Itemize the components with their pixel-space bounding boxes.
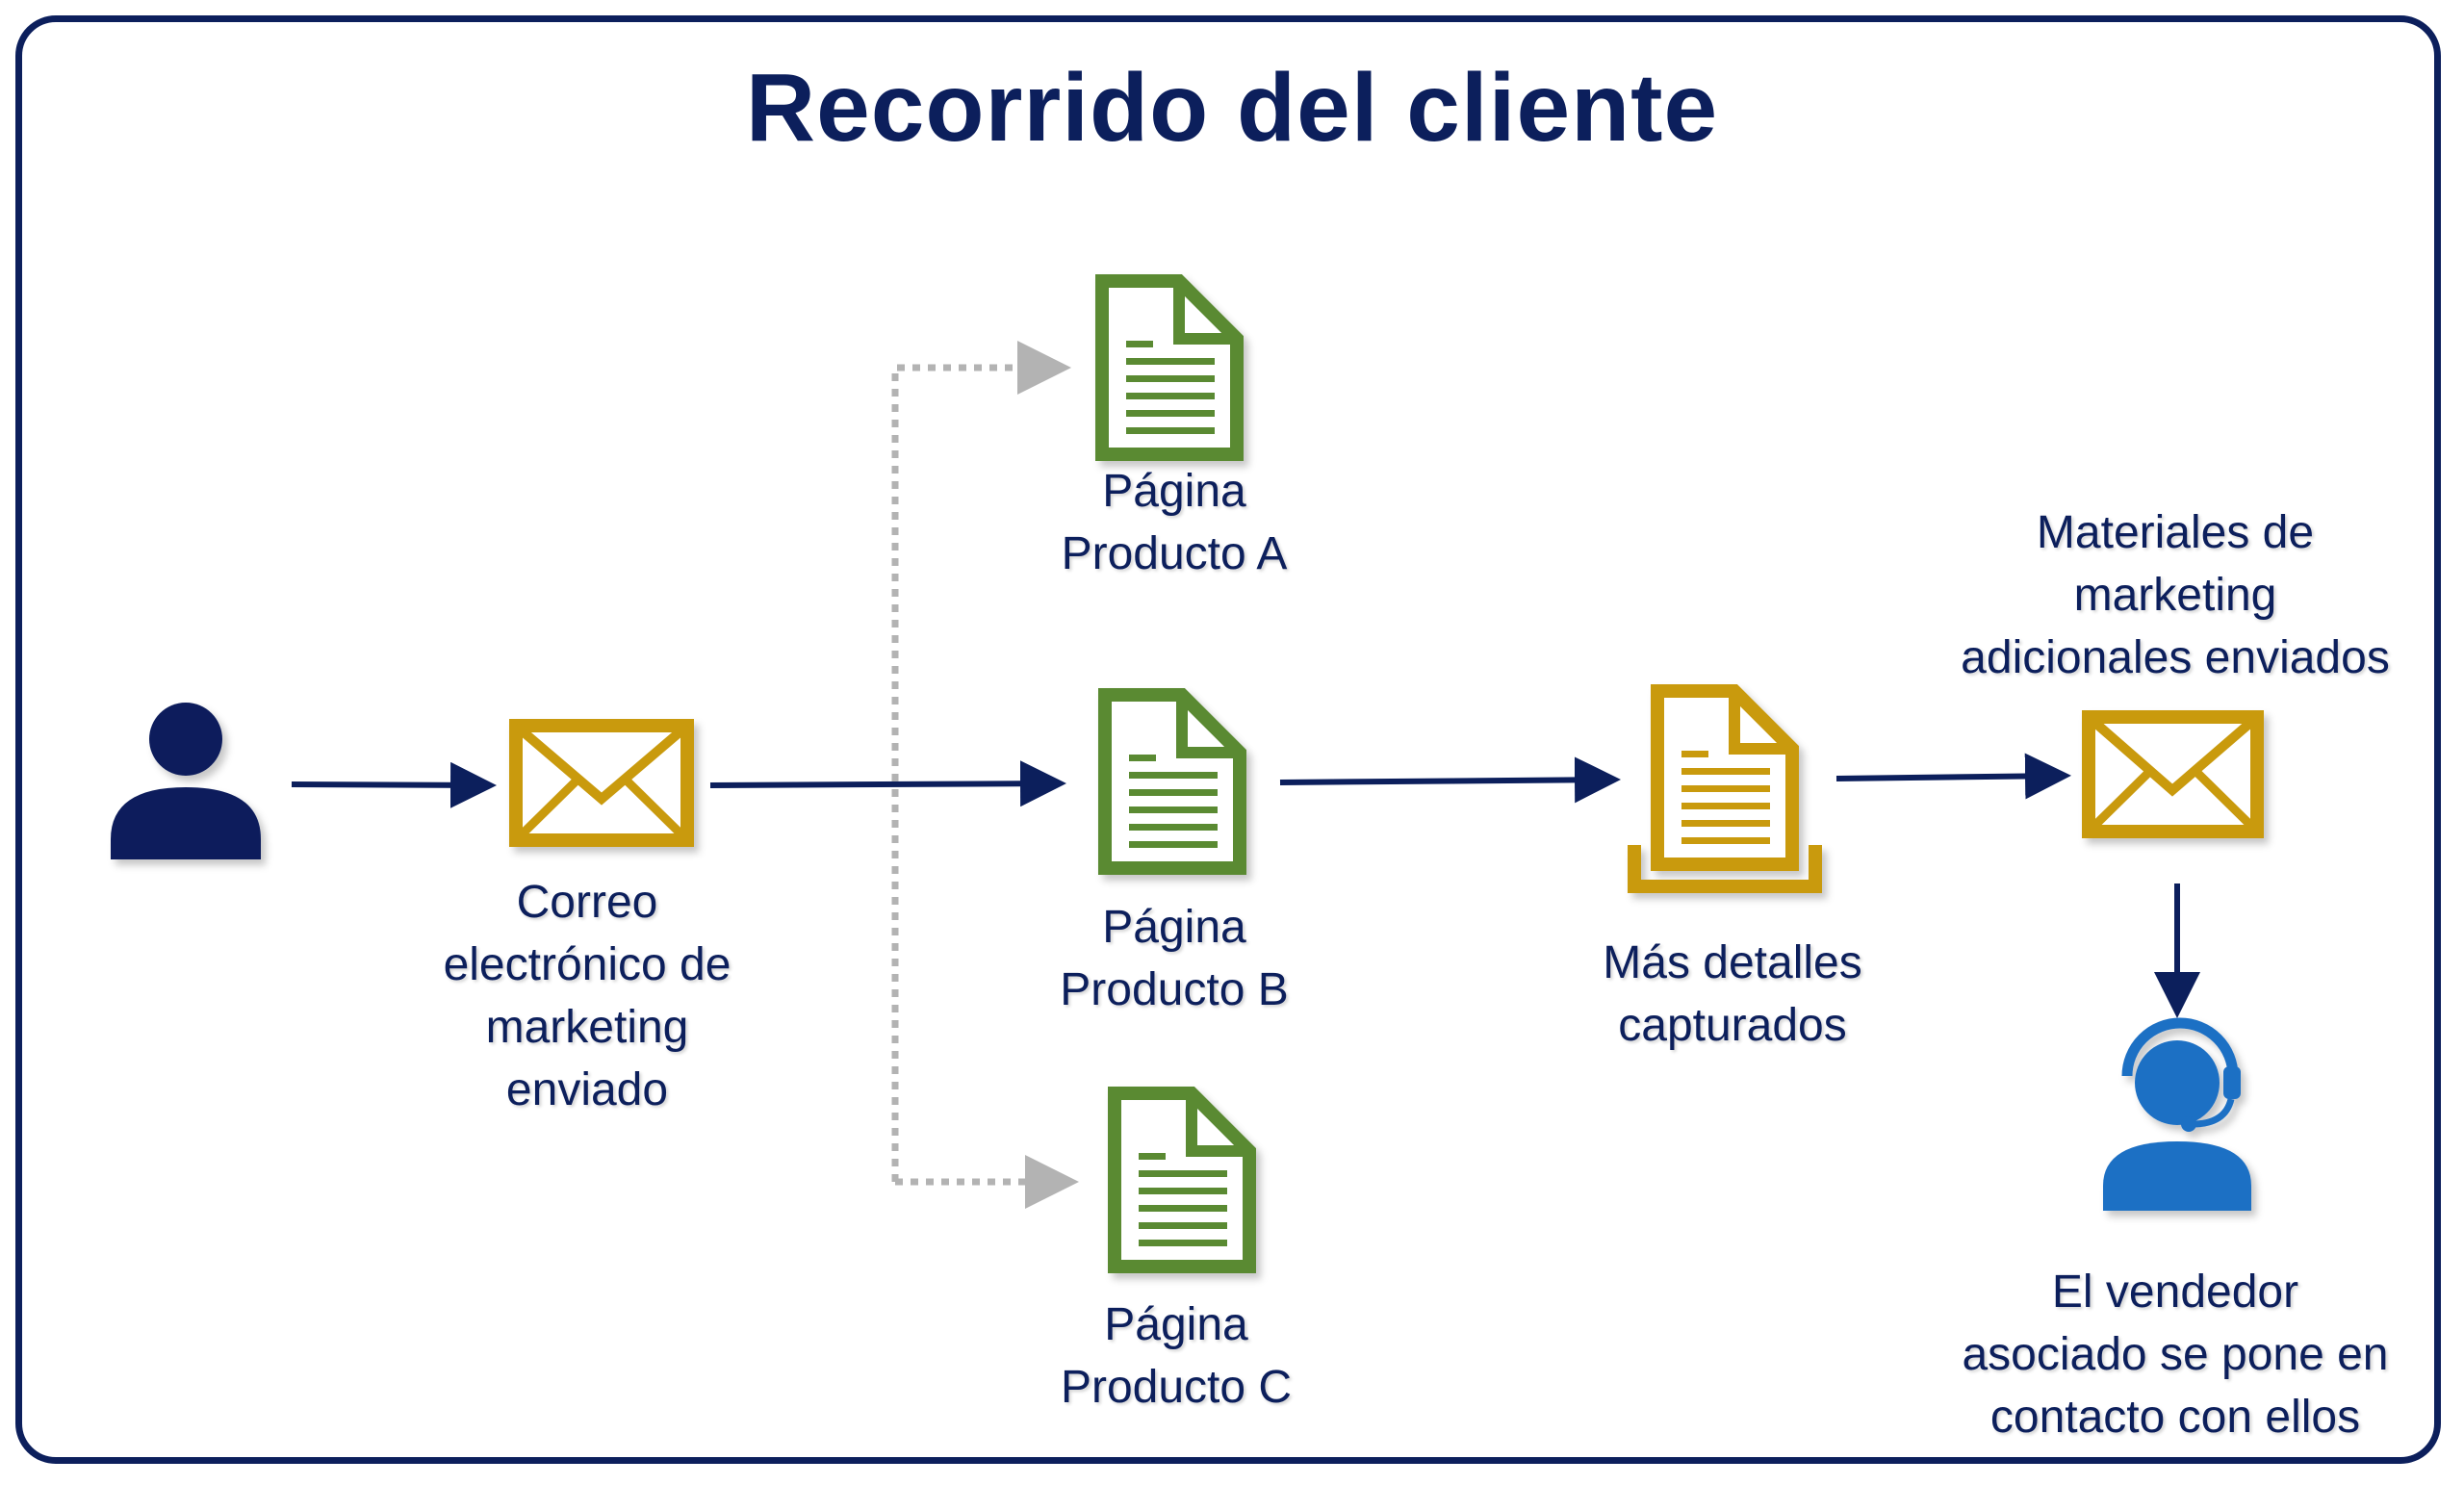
details-captured-label: Más detalles capturados — [1603, 937, 1862, 1051]
email-sent-label: Correo electrónico de marketing enviado — [443, 877, 732, 1115]
salesperson-label: El vendedor asociado se pone en contacto… — [1962, 1267, 2389, 1443]
flow-arrow — [1279, 756, 1621, 804]
product-a-label: Página Producto A — [1061, 466, 1288, 579]
envelope-icon — [509, 719, 694, 847]
person-icon — [111, 703, 261, 859]
diagram-title: Recorrido del cliente — [745, 54, 1719, 162]
envelope-icon — [2082, 710, 2264, 838]
flow-arrow — [291, 761, 497, 808]
additional-materials-label: Materiales de marketing adicionales envi… — [1961, 507, 2390, 683]
product-c-label: Página Producto C — [1060, 1299, 1293, 1413]
flow-arrow — [709, 760, 1066, 807]
document-icon — [1095, 274, 1244, 461]
headset-person-icon — [2103, 1017, 2251, 1211]
product-b-label: Página Producto B — [1060, 902, 1289, 1015]
branch-arrow-dotted — [891, 341, 1071, 1182]
document-icon — [1108, 1087, 1256, 1273]
document-icon — [1098, 688, 1246, 875]
flow-arrow — [1835, 753, 2071, 800]
form-document-icon — [1628, 684, 1822, 893]
